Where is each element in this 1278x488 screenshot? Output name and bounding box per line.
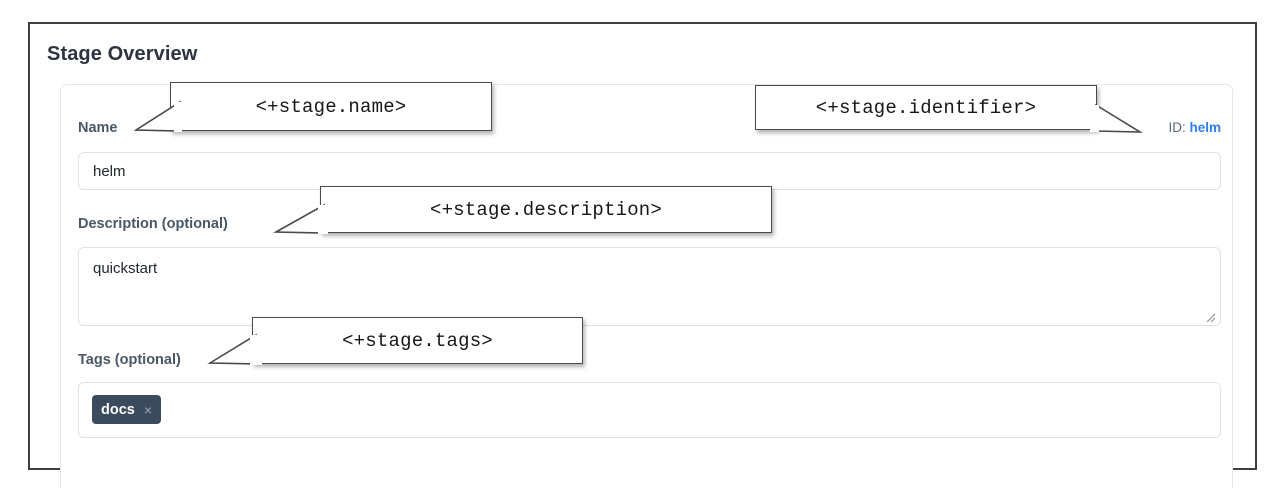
name-field-label: Name [78, 120, 118, 136]
description-textarea[interactable]: quickstart [78, 247, 1221, 326]
callout-tail-identifier [1090, 103, 1143, 136]
callout-tail-description [273, 203, 328, 237]
name-input-value: helm [93, 162, 126, 180]
tags-field-label: Tags (optional) [78, 352, 181, 368]
identifier-label: ID: [1168, 120, 1186, 135]
resize-grip-icon[interactable] [1204, 310, 1216, 323]
callout-stage-name: <+stage.name> [170, 82, 492, 131]
identifier-value[interactable]: helm [1189, 120, 1221, 135]
tag-chip-label: docs [101, 401, 135, 418]
callout-stage-description: <+stage.description> [320, 186, 772, 233]
callout-stage-tags: <+stage.tags> [252, 317, 583, 364]
description-field-label: Description (optional) [78, 216, 228, 232]
page-title: Stage Overview [47, 43, 198, 65]
stage-identifier: ID: helm [1168, 120, 1221, 135]
callout-stage-identifier: <+stage.identifier> [755, 85, 1097, 130]
callout-tail-tags [207, 333, 262, 367]
tag-chip-remove-icon[interactable]: × [143, 401, 153, 418]
callout-tail-name [133, 100, 182, 134]
tags-input[interactable] [78, 382, 1221, 438]
tag-chip-docs[interactable]: docs × [92, 395, 162, 424]
description-textarea-value: quickstart [93, 260, 158, 277]
name-input[interactable]: helm [78, 152, 1221, 190]
